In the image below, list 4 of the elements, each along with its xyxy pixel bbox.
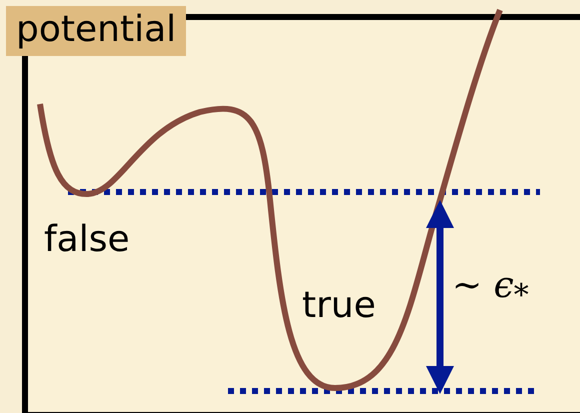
state-label: true	[302, 288, 376, 324]
energy-label: ∼ ϵ$_{*}$	[452, 268, 529, 312]
state-label: false	[44, 222, 130, 258]
axis-title-box: potential	[6, 6, 186, 56]
